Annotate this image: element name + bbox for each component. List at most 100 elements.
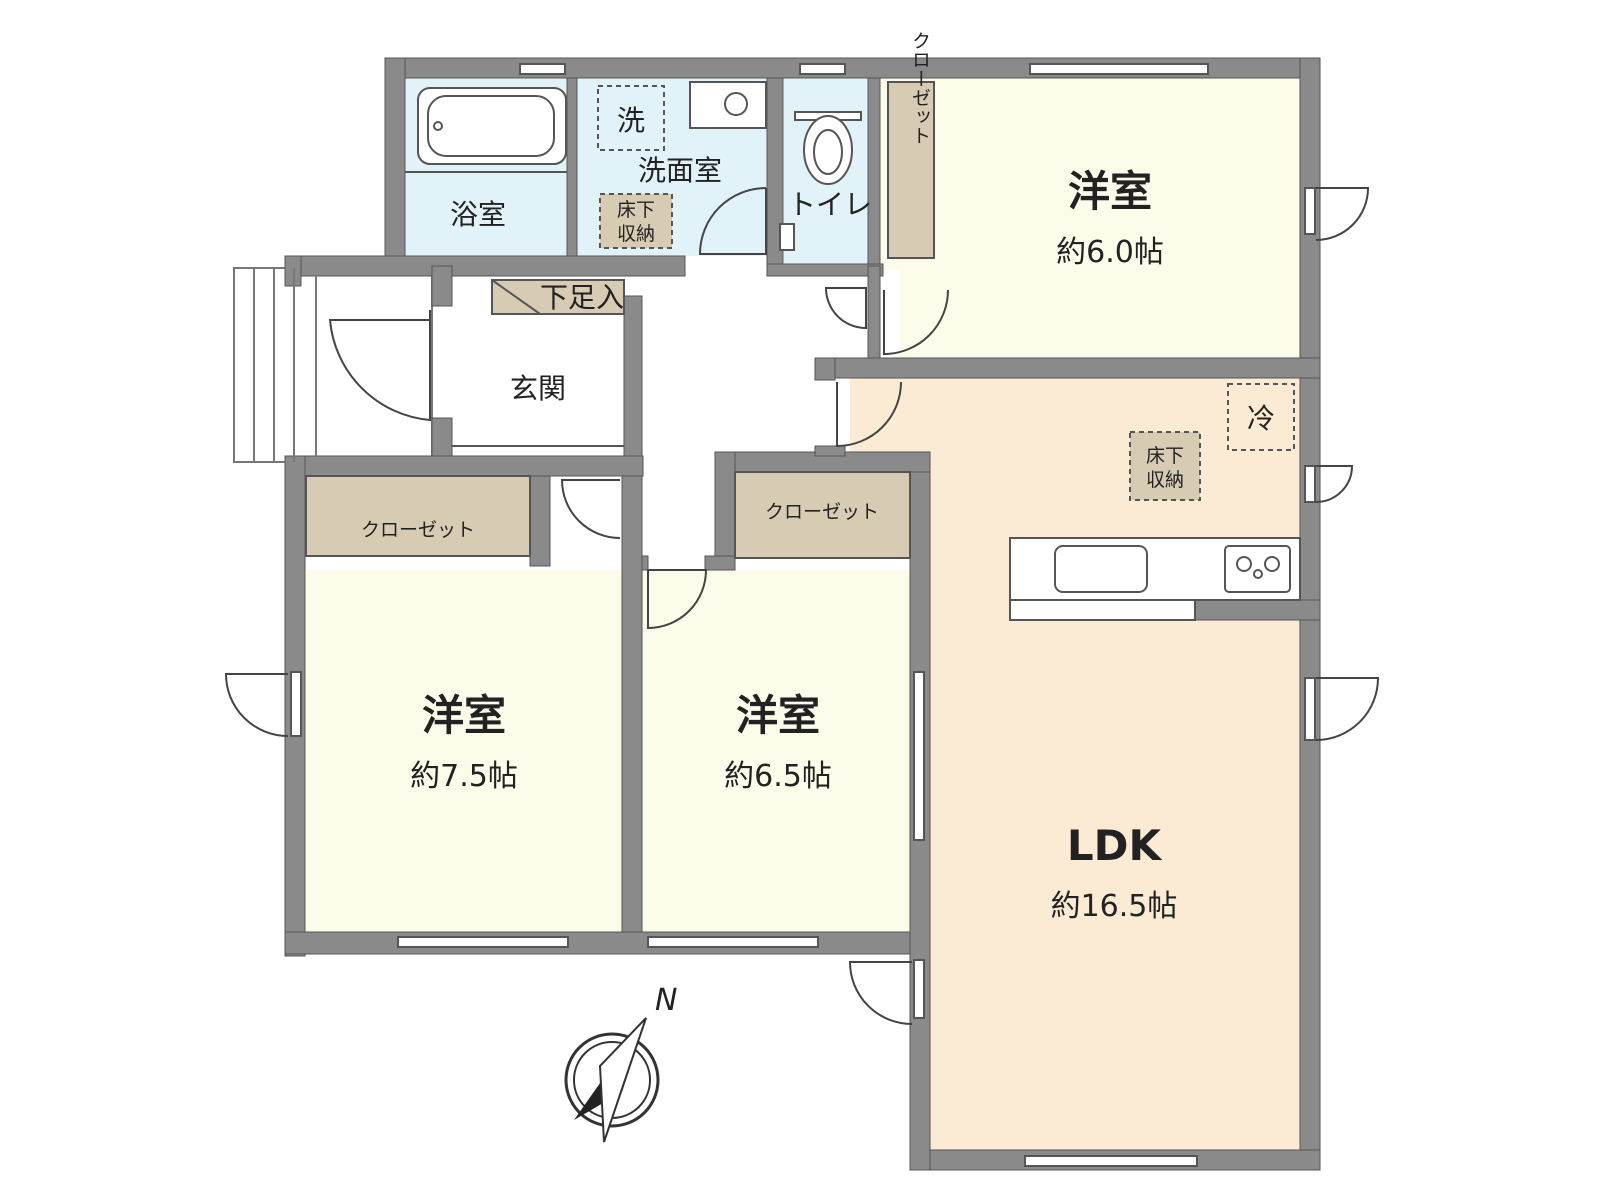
steps	[253, 268, 317, 462]
window	[913, 671, 925, 841]
window	[799, 63, 846, 75]
wall	[621, 475, 643, 937]
door-swing	[1315, 465, 1354, 503]
fridge-box	[1227, 383, 1295, 451]
wall	[384, 57, 406, 267]
stove	[1224, 545, 1291, 593]
wall	[566, 77, 578, 259]
washroom-label: 洗面室	[638, 154, 722, 187]
wall	[529, 475, 551, 567]
western-sw-name: 洋室	[422, 691, 506, 740]
window	[290, 671, 302, 737]
western-sw-floor	[306, 570, 622, 932]
fixtures	[305, 81, 1301, 621]
window	[1304, 677, 1316, 741]
western-s-name: 洋室	[736, 691, 820, 740]
closet-sw	[305, 475, 531, 557]
wall	[867, 265, 881, 359]
underfloor-2-l1: 床下	[1146, 445, 1184, 467]
burner	[1236, 556, 1252, 572]
closet-ne-label: クローゼット	[909, 31, 931, 145]
underfloor-box-2	[1129, 431, 1201, 501]
wall	[814, 445, 846, 457]
closet-s-label: クローゼット	[765, 501, 879, 523]
wall	[284, 255, 686, 277]
underfloor-2-l2: 収納	[1146, 469, 1184, 491]
western-s-area: 約6.5帖	[724, 759, 832, 794]
kitchen-sink	[1054, 545, 1148, 593]
wall	[431, 265, 453, 307]
hall-door	[560, 479, 621, 539]
windows	[290, 63, 1316, 1167]
labels: 洋室 約6.0帖 洋室 約7.5帖 洋室 約6.5帖 LDK 約16.5帖 玄関…	[361, 31, 1275, 924]
ne-room-door	[883, 289, 949, 356]
door-swing	[1315, 677, 1380, 741]
underfloor-box-1	[599, 193, 673, 249]
window	[1304, 465, 1316, 503]
bathtub-inner	[427, 95, 555, 157]
basin-bowl	[724, 92, 748, 116]
washer-box	[597, 85, 665, 151]
western-ne-area: 約6.0帖	[1056, 235, 1164, 270]
entry-door	[328, 310, 431, 422]
door-swing	[1315, 187, 1370, 241]
wall	[704, 555, 736, 571]
window	[1024, 1155, 1198, 1167]
underfloor-1-l2: 収納	[617, 223, 655, 245]
wall	[814, 357, 836, 381]
toilet-seat	[813, 129, 843, 175]
ldk-door	[836, 381, 902, 448]
ldk-name: LDK	[1067, 821, 1163, 870]
window	[397, 936, 569, 948]
wall	[714, 451, 736, 571]
bath-label: 浴室	[450, 198, 506, 231]
wall	[284, 455, 644, 477]
closet-s	[734, 471, 911, 559]
shoe-slash	[491, 279, 541, 315]
ldk-area: 約16.5帖	[1051, 889, 1178, 924]
window	[1304, 187, 1316, 235]
bath-drain	[433, 121, 443, 131]
shoe-box	[491, 279, 625, 315]
s-room-door	[647, 569, 708, 630]
closet-sw-label: クローゼット	[361, 519, 475, 541]
kitchen-counter-front	[1009, 599, 1196, 621]
toilet-door	[824, 287, 867, 330]
toilet-label: トイレ	[788, 188, 872, 221]
western-ne-name: 洋室	[1068, 167, 1152, 216]
wall	[867, 77, 881, 277]
door-swing	[224, 673, 289, 737]
wall	[766, 263, 884, 277]
western-s-floor	[642, 570, 910, 932]
burner	[1264, 556, 1280, 572]
western-ne-floor	[880, 78, 1300, 360]
genkan-label: 玄関	[510, 372, 566, 405]
fridge-label: 冷	[1247, 402, 1275, 435]
compass-needle-tail	[598, 1017, 647, 1143]
wall	[641, 555, 649, 571]
doors	[224, 187, 1380, 1025]
wash-door	[698, 187, 767, 255]
wall	[1194, 599, 1321, 621]
washer-label: 洗	[617, 104, 645, 137]
wall	[814, 357, 1321, 379]
walls	[284, 57, 1321, 1171]
compass-ring	[564, 1032, 660, 1128]
toilet-sink	[779, 223, 795, 251]
door-swing	[848, 961, 913, 1025]
window	[913, 959, 925, 1019]
window	[1029, 63, 1209, 75]
north-label: N	[655, 983, 677, 1018]
burner	[1253, 569, 1263, 579]
washbasin	[689, 81, 767, 129]
wall	[623, 295, 643, 457]
western-sw-area: 約7.5帖	[410, 759, 518, 794]
window	[519, 63, 566, 75]
porch-floor	[233, 267, 433, 463]
north-compass: N	[564, 983, 677, 1143]
closet-ne	[887, 81, 935, 259]
window	[647, 936, 819, 948]
shoe-label: 下足入	[540, 281, 624, 314]
underfloor-1-l1: 床下	[617, 199, 655, 221]
